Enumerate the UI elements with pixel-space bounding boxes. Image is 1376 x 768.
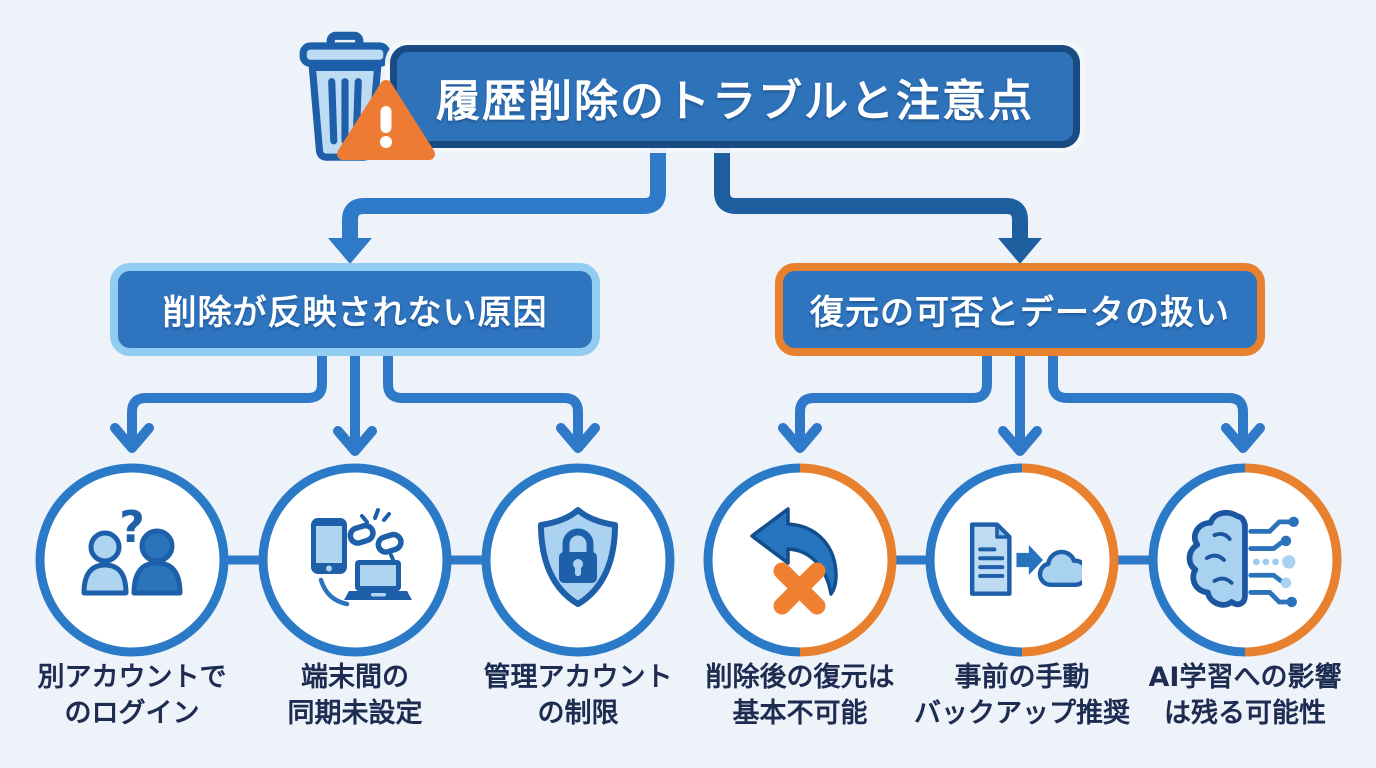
arrows-right-group [778,351,1265,456]
svg-text:?: ? [119,502,145,553]
branch-label: 復元の可否とデータの扱い [810,293,1230,333]
account-question-icon: ? [70,498,194,622]
node-ai-learning: AI学習への影響 は残る可能性 [1148,662,1342,730]
page-title: 履歴削除のトラブルと注意点 [436,75,1034,127]
arrow-title-to-left [328,146,666,264]
node-admin-restriction: 管理アカウント の制限 [483,662,673,730]
arrows-left-group [110,351,600,456]
node-sync-not-set: 端末間の 同期未設定 [287,662,423,730]
warning-icon [334,78,438,168]
node-backup-recommended: 事前の手動 バックアップ推奨 [914,662,1130,730]
branch-header-restore-data: 復元の可否とデータの扱い [775,263,1265,356]
node-account-login: 別アカウントで のログイン [37,662,227,730]
arrow-title-to-right [714,146,1042,264]
node-restore-impossible: 削除後の復元は 基本不可能 [705,662,895,730]
branch-label: 削除が反映されない原因 [162,293,548,333]
title-banner: 履歴削除のトラブルと注意点 [390,45,1080,148]
undo-x-icon [738,498,862,622]
devices-unsynced-icon [293,498,417,622]
shield-lock-icon [516,498,640,622]
branch-header-deletion-causes: 削除が反映されない原因 [110,263,600,356]
brain-circuit-icon [1182,498,1306,622]
document-cloud-icon [958,498,1082,622]
